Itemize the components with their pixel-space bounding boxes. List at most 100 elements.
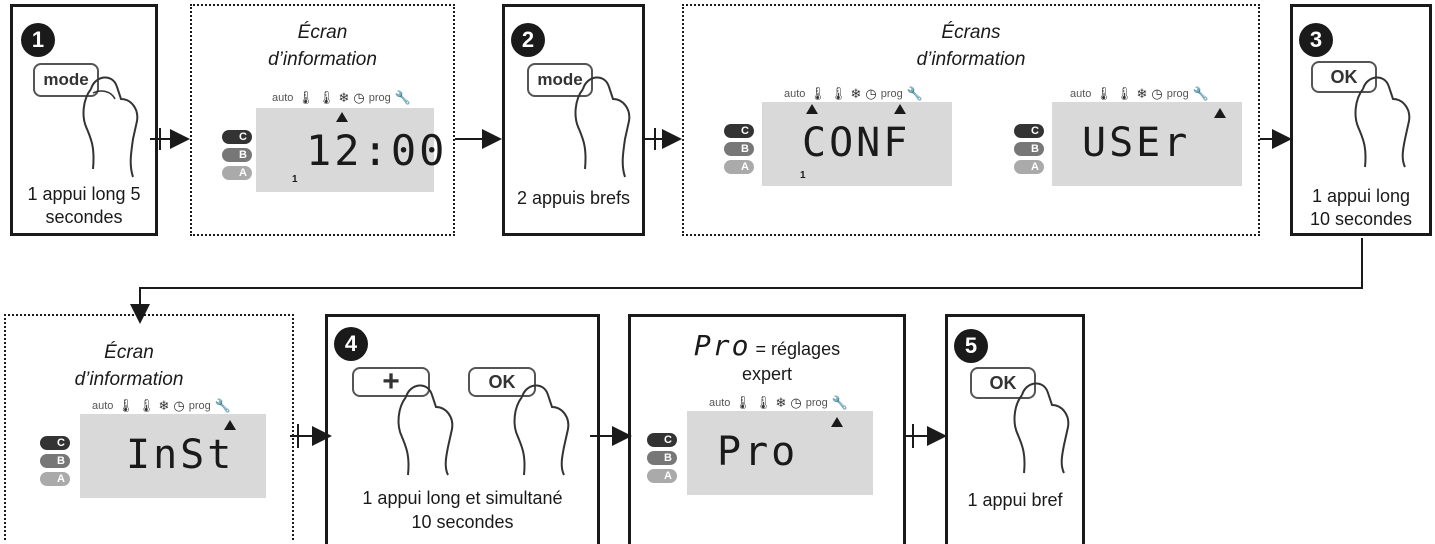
lcd-sub: 1 xyxy=(800,170,806,181)
step-1-box: 1 mode 1 appui long 5 secondes xyxy=(10,4,158,236)
wrench-icon: 🔧 xyxy=(831,395,848,410)
indicator-b: B xyxy=(1014,142,1044,156)
step-5-caption: 1 appui bref xyxy=(967,490,1063,510)
step-3-box: 3 OK 1 appui long 10 secondes xyxy=(1290,4,1432,236)
step-4-caption-l2: 10 secondes xyxy=(411,512,514,532)
indicator-arrow xyxy=(894,104,906,114)
info-1-title-l2: d’information xyxy=(268,49,377,70)
step-3-caption-l1: 1 appui long xyxy=(1311,186,1411,206)
indicator-a: A xyxy=(222,166,252,180)
snowflake-icon: ❄ xyxy=(158,398,170,413)
indicator-a: A xyxy=(647,469,677,483)
indicator-c: C xyxy=(724,124,754,138)
indicator-arrow xyxy=(336,112,348,122)
snowflake-icon: ❄ xyxy=(775,395,787,410)
indicator-a: A xyxy=(40,472,70,486)
step-3-caption-l2: 10 secondes xyxy=(1309,209,1413,229)
clock-icon: ◷ xyxy=(1151,86,1163,101)
prog-label: prog xyxy=(368,92,391,104)
info-screen-3-box: Écran d’information auto 🌡 🌡 ❄ ◷ prog 🔧 … xyxy=(4,314,294,540)
step-2-box: 2 mode 2 appuis brefs xyxy=(502,4,645,236)
lcd-screen: USEr xyxy=(1052,102,1242,186)
lcd-display-pro: auto 🌡 🌡 ❄ ◷ prog 🔧 C B A Pro xyxy=(647,395,873,495)
step-2-caption: 2 appuis brefs xyxy=(516,188,631,208)
snowflake-icon: ❄ xyxy=(850,86,862,101)
step-2-badge: 2 xyxy=(511,23,545,57)
thermometer-icon: 🌡 xyxy=(809,86,826,101)
info-2-title-l1: Écrans xyxy=(941,22,1001,43)
indicator-c: C xyxy=(222,130,252,144)
hand-press-icon xyxy=(397,384,454,476)
lcd-value: 12:00 xyxy=(306,126,448,175)
step-4-badge: 4 xyxy=(334,327,368,361)
thermometer-icon: 🌡 xyxy=(734,395,751,410)
lcd-display-3: auto 🌡 🌡 ❄ ◷ prog 🔧 C B A InSt xyxy=(40,398,266,498)
step-5-badge: 5 xyxy=(954,329,988,363)
thermometer-icon: 🌡 xyxy=(297,90,314,105)
mode-button[interactable]: mode xyxy=(527,63,593,97)
indicator-c: C xyxy=(1014,124,1044,138)
info-2-title-l2: d’information xyxy=(916,49,1026,70)
lcd-value: Pro xyxy=(717,429,799,475)
lcd-icons: auto 🌡 🌡 ❄ ◷ prog 🔧 xyxy=(92,398,231,414)
thermometer-eco-icon: 🌡 xyxy=(317,90,335,105)
indicator-b: B xyxy=(647,451,677,465)
indicator-b: B xyxy=(40,454,70,468)
clock-icon: ◷ xyxy=(865,86,877,101)
snowflake-icon: ❄ xyxy=(338,90,350,105)
prog-label: prog xyxy=(805,397,828,409)
indicator-arrow xyxy=(1214,108,1226,118)
prog-label: prog xyxy=(188,400,211,412)
step-3-badge: 3 xyxy=(1299,23,1333,57)
pro-title: Pro = réglages xyxy=(631,329,903,362)
step-4-caption-l1: 1 appui long et simultané xyxy=(362,488,563,508)
auto-label: auto xyxy=(1070,88,1092,100)
ok-button[interactable]: OK xyxy=(970,367,1036,399)
thermometer-icon: 🌡 xyxy=(117,398,134,413)
step-1-badge: 1 xyxy=(21,23,55,57)
indicator-a: A xyxy=(724,160,754,174)
pro-label-l2: expert xyxy=(741,364,793,384)
lcd-display-2a: auto 🌡 🌡 ❄ ◷ prog 🔧 C B A CONF 1 xyxy=(724,86,954,186)
prog-label: prog xyxy=(880,88,903,100)
pro-screen-box: Pro = réglages expert auto 🌡 🌡 ❄ ◷ prog … xyxy=(628,314,906,544)
lcd-screen: 12:00 1 xyxy=(256,108,444,192)
auto-label: auto xyxy=(272,92,294,104)
info-screen-1-box: Écran d’information auto 🌡 🌡 ❄ ◷ prog 🔧 … xyxy=(190,4,455,236)
indicator-c: C xyxy=(40,436,70,450)
info-3-title-l1: Écran xyxy=(104,342,154,363)
lcd-display-2b: auto 🌡 🌡 ❄ ◷ prog 🔧 C B A USEr xyxy=(1014,86,1244,186)
indicator-c: C xyxy=(647,433,677,447)
wrench-icon: 🔧 xyxy=(1192,86,1209,101)
clock-icon: ◷ xyxy=(790,395,802,410)
plus-button[interactable]: + xyxy=(352,365,430,398)
auto-label: auto xyxy=(92,400,114,412)
lcd-icons: auto 🌡 🌡 ❄ ◷ prog 🔧 xyxy=(272,90,411,106)
clock-icon: ◷ xyxy=(173,398,185,413)
hand-press-icon xyxy=(513,384,570,476)
auto-label: auto xyxy=(709,397,731,409)
lcd-value: InSt xyxy=(126,432,235,478)
lcd-value: USEr xyxy=(1082,120,1191,166)
lcd-sub: 1 xyxy=(292,174,298,185)
indicator-a: A xyxy=(1014,160,1044,174)
lcd-icons: auto 🌡 🌡 ❄ ◷ prog 🔧 xyxy=(709,395,848,411)
snowflake-icon: ❄ xyxy=(1136,86,1148,101)
wrench-icon: 🔧 xyxy=(906,86,923,101)
lcd-screen: CONF 1 xyxy=(762,102,952,186)
hand-press-icon xyxy=(574,76,631,178)
thermometer-eco-icon: 🌡 xyxy=(829,86,847,101)
lcd-display-1: auto 🌡 🌡 ❄ ◷ prog 🔧 C B A 12:00 1 xyxy=(222,90,444,192)
hand-press-icon xyxy=(82,76,139,178)
indicator-arrow xyxy=(224,420,236,430)
lcd-icons: auto 🌡 🌡 ❄ ◷ prog 🔧 xyxy=(784,86,923,102)
lcd-screen: Pro xyxy=(687,411,873,495)
step-5-box: 5 OK 1 appui bref xyxy=(945,314,1085,544)
indicator-arrow xyxy=(806,104,818,114)
thermometer-eco-icon: 🌡 xyxy=(754,395,772,410)
ok-button[interactable]: OK xyxy=(1311,61,1377,93)
thermometer-icon: 🌡 xyxy=(1095,86,1112,101)
indicator-b: B xyxy=(222,148,252,162)
lcd-icons: auto 🌡 🌡 ❄ ◷ prog 🔧 xyxy=(1070,86,1209,102)
thermometer-eco-icon: 🌡 xyxy=(137,398,155,413)
